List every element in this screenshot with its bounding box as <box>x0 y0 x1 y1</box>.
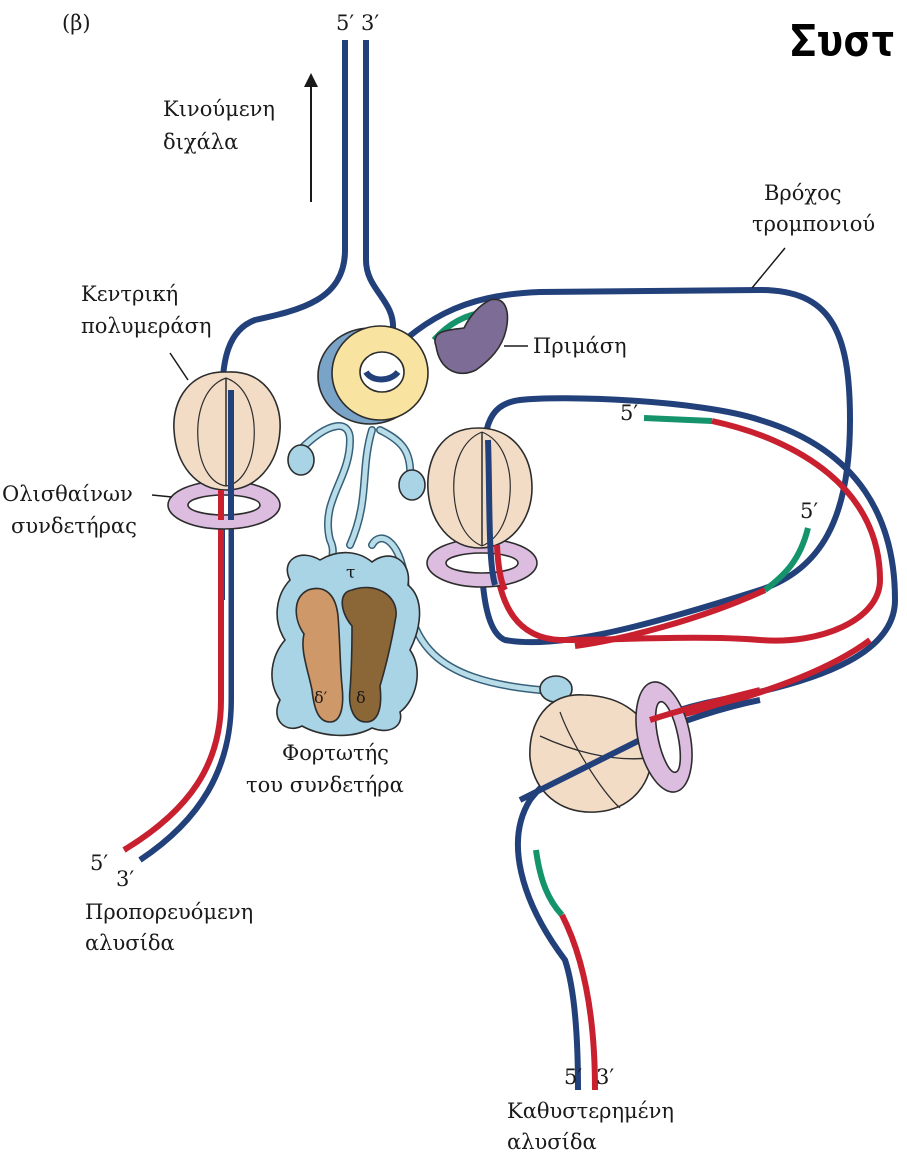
slide-heading: Συστ <box>790 16 896 67</box>
leading-core-polymerase <box>168 372 280 529</box>
clamp-loader-label-line2: του συνδετήρα <box>246 773 404 797</box>
delta-subunit-label: δ <box>356 688 366 707</box>
moving-fork-label-line1: Κινούμενη <box>163 97 275 121</box>
leading-end-5: 5′ <box>90 851 108 875</box>
lagging-strand-label-line1: Καθυστερημένη <box>507 1099 674 1123</box>
leading-strand <box>124 490 231 860</box>
leading-end-3: 3′ <box>116 867 134 891</box>
trombone-loop-leader-line <box>752 248 785 288</box>
loop-end-5-upper: 5′ <box>620 401 638 425</box>
clamp-loader-label-line1: Φορτωτής <box>282 741 389 765</box>
loop-end-5-lower: 5′ <box>800 499 818 523</box>
delta-prime-subunit-label: δ′ <box>314 688 328 707</box>
lagging-strand-label-line2: αλυσίδα <box>507 1130 597 1154</box>
trombone-loop-label-line1: Βρόχος <box>764 181 842 205</box>
lagging-end-3: 3′ <box>596 1065 614 1089</box>
tau-knob-left <box>288 445 314 475</box>
sliding-clamp-label-line1: Ολισθαίνων <box>2 482 133 506</box>
core-polymerase-label-line1: Κεντρική <box>81 282 178 306</box>
sliding-clamp-leader-line <box>152 495 172 497</box>
primase-label: Πριμάση <box>533 334 627 358</box>
core-polymerase-label-line2: πολυμεράση <box>81 314 212 338</box>
released-core-polymerase <box>530 695 652 812</box>
panel-label: (β) <box>62 11 91 35</box>
core-polymerase-leader-line <box>170 353 188 380</box>
leading-strand-label-line1: Προπορευόμενη <box>85 900 253 924</box>
top-end-3: 3′ <box>361 11 379 35</box>
lagging-end-5: 5′ <box>564 1065 582 1089</box>
moving-fork-label-line2: διχάλα <box>163 130 238 154</box>
lagging-core-polymerase <box>427 428 537 587</box>
top-end-5: 5′ <box>336 11 354 35</box>
sliding-clamp-label-line2: συνδετήρας <box>11 514 137 538</box>
leading-strand-label-line2: αλυσίδα <box>85 931 175 955</box>
trombone-loop-label-line2: τρομπονιού <box>752 212 875 236</box>
tau-knob-right <box>399 470 425 500</box>
tau-subunit-label: τ <box>346 563 355 583</box>
